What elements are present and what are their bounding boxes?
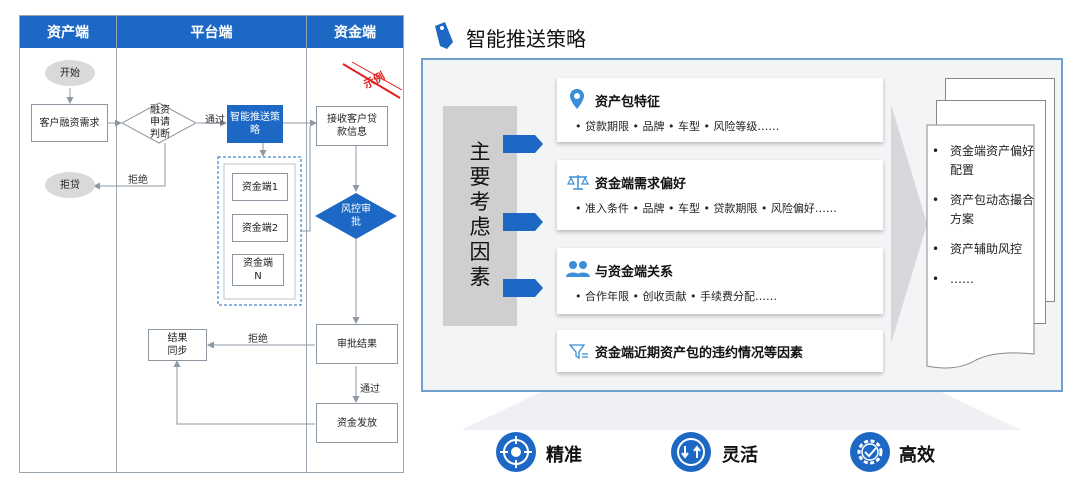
funder-node-n: 资金端N: [232, 254, 284, 286]
lane-header-asset: 资产端: [20, 16, 116, 48]
factor-card-title: 资金端近期资产包的违约情况等因素: [595, 346, 804, 361]
customer-request-node: 客户融资需求: [31, 104, 108, 142]
result-sync-node: 结果同步: [148, 329, 207, 361]
decision-diamond: [121, 102, 197, 144]
decision-label: 融资申请判断: [150, 105, 170, 140]
smart-strategy-node: 智能推送策略: [227, 105, 283, 143]
factor-card-title: 与资金端关系: [595, 265, 674, 280]
risk-review-label: 风控审批: [341, 204, 371, 228]
benefit-precise: 精准: [546, 445, 582, 466]
output-item: 资产包动态撮合方案: [928, 191, 1036, 229]
reject-label-1: 拒绝: [128, 175, 148, 186]
output-item: ……: [928, 270, 1036, 289]
factor-card-title: 资金端需求偏好: [595, 177, 687, 192]
reject-label-2: 拒绝: [248, 334, 268, 345]
tag-icon: [435, 22, 453, 49]
pass-label-2: 通过: [360, 384, 380, 395]
people-icon: [566, 261, 590, 277]
example-stamp-mark: [342, 61, 403, 99]
lane-divider: [306, 16, 307, 472]
factor-card-items: • 贷款期限 • 品牌 • 车型 • 风险等级……: [575, 120, 780, 133]
lane-divider: [116, 16, 117, 472]
output-chevron: [891, 104, 927, 344]
output-item: 资产辅助风控: [928, 240, 1036, 259]
factor-card-items: • 准入条件 • 品牌 • 车型 • 贷款期限 • 风险偏好……: [575, 202, 837, 215]
strategy-title: 智能推送策略: [466, 27, 586, 51]
funder-node-2: 资金端2: [232, 214, 288, 242]
benefit-efficient: 高效: [899, 445, 935, 466]
factor-card-items: • 合作年限 • 创收贡献 • 手续费分配……: [575, 290, 777, 303]
factor-card-relationship: 与资金端关系 • 合作年限 • 创收贡献 • 手续费分配……: [557, 248, 883, 314]
receive-info-node: 接收客户贷款信息: [316, 106, 388, 146]
gear-check-icon: [850, 432, 890, 472]
filter-icon: [569, 344, 588, 360]
factor-card-preference: 资金端需求偏好 • 准入条件 • 品牌 • 车型 • 贷款期限 • 风险偏好……: [557, 160, 883, 230]
risk-review-diamond: [315, 193, 397, 239]
output-item: 资金端资产偏好配置: [928, 142, 1036, 180]
fund-release-node: 资金发放: [316, 403, 398, 443]
funder-node-1: 资金端1: [232, 173, 288, 201]
factor-card-default: 资金端近期资产包的违约情况等因素: [557, 330, 883, 372]
factor-card-asset: 资产包特征 • 贷款期限 • 品牌 • 车型 • 风险等级……: [557, 78, 883, 142]
target-icon: [496, 432, 536, 472]
output-list: 资金端资产偏好配置 资产包动态撮合方案 资产辅助风控 ……: [928, 142, 1036, 300]
factor-card-title: 资产包特征: [595, 95, 661, 110]
main-factors-label: 主要考虑因素: [469, 140, 491, 289]
benefit-flexible: 灵活: [722, 445, 758, 466]
pass-label-1: 通过: [205, 115, 225, 126]
review-result-node: 审批结果: [316, 324, 398, 364]
lane-header-platform: 平台端: [117, 16, 306, 48]
scale-icon: [567, 175, 589, 190]
start-node: 开始: [45, 60, 95, 86]
lane-header-funder: 资金端: [307, 16, 403, 48]
arrows-icon: [671, 432, 711, 472]
factor-arrows: [503, 135, 543, 297]
reject-loan-node: 拒贷: [45, 172, 95, 198]
location-pin-icon: [570, 89, 584, 109]
swimlane-flowchart: 资产端 平台端 资金端 开始 客户融资需求: [19, 15, 404, 473]
panel-shadow: [461, 392, 1021, 430]
strategy-panel: 主要考虑因素 资产包特征 • 贷款期限 • 品牌 • 车型 • 风险等级…… 资…: [421, 58, 1063, 392]
